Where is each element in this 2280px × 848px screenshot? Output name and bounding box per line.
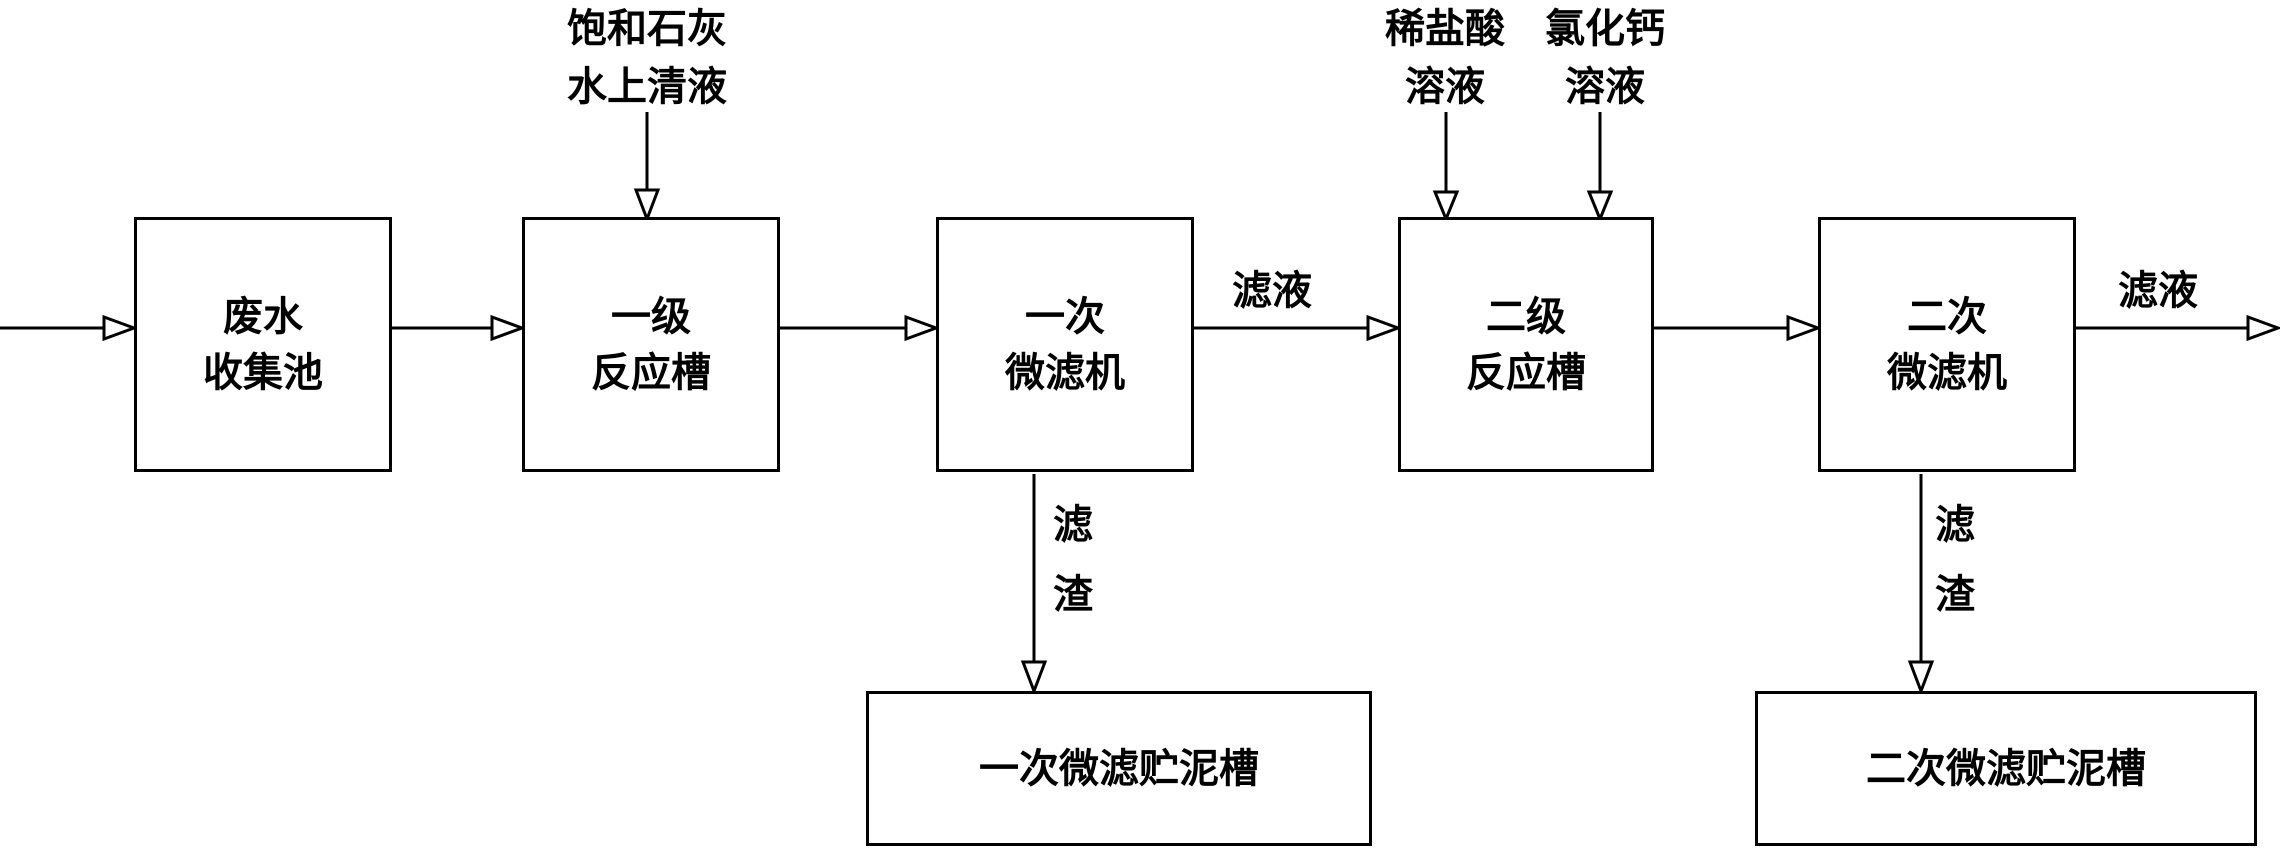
node-text-line: 一次微滤贮泥槽 <box>979 745 1259 792</box>
arrowhead-reactor-2-to-microfilter-2 <box>1786 314 1823 342</box>
sludge-tank-1-box: 一次微滤贮泥槽 <box>866 691 1372 846</box>
limewater-label: 饱和石灰 水上清液 <box>557 0 737 116</box>
residue-label-1: 滤 渣 <box>1043 490 1103 630</box>
microfilter-2-box: 二次微滤机 <box>1818 217 2076 472</box>
node-text-line: 一次 <box>1025 293 1105 340</box>
reactor-2-box: 二级反应槽 <box>1398 217 1654 472</box>
node-text-line: 一级 <box>611 293 691 340</box>
label-line: 溶液 <box>1565 64 1645 110</box>
arrowhead-inlet <box>102 314 139 342</box>
arrowhead-cacl2-in <box>1586 190 1614 223</box>
arrowhead-outlet <box>2246 314 2280 342</box>
label-line: 溶液 <box>1405 64 1485 110</box>
collection-pool-box: 废水收集池 <box>134 217 392 472</box>
node-text-line: 二次微滤贮泥槽 <box>1866 745 2146 792</box>
node-text-line: 微滤机 <box>1005 349 1125 396</box>
arrowhead-reactor-1-to-microfilter-1 <box>904 314 941 342</box>
node-text-line: 微滤机 <box>1887 349 2007 396</box>
arrowhead-microfilter-1-to-reactor-2 <box>1366 314 1403 342</box>
arrowhead-hcl-in <box>1432 190 1460 223</box>
dilute-hcl-label: 稀盐酸 溶液 <box>1370 0 1520 116</box>
microfilter-1-box: 一次微滤机 <box>936 217 1194 472</box>
arrowhead-residue-2 <box>1907 660 1935 696</box>
node-text-line: 反应槽 <box>1466 349 1586 396</box>
label-line: 渣 <box>1053 572 1093 618</box>
label-line: 水上清液 <box>567 64 727 110</box>
node-text-line: 反应槽 <box>591 349 711 396</box>
arrowhead-residue-1 <box>1020 660 1048 696</box>
calcium-chloride-label: 氯化钙 溶液 <box>1530 0 1680 116</box>
arrowhead-limewater-in <box>633 188 661 224</box>
arrowhead-pool-to-reactor-1 <box>490 314 527 342</box>
reactor-1-box: 一级反应槽 <box>522 217 780 472</box>
label-line: 饱和石灰 <box>567 6 727 52</box>
filtrate-label-1: 滤液 <box>1232 268 1312 314</box>
node-text-line: 收集池 <box>203 349 323 396</box>
label-line: 稀盐酸 <box>1385 6 1505 52</box>
node-text-line: 二次 <box>1907 293 1987 340</box>
label-line: 氯化钙 <box>1545 6 1665 52</box>
sludge-tank-2-box: 二次微滤贮泥槽 <box>1755 691 2257 846</box>
label-line: 滤 <box>1935 502 1975 548</box>
filtrate-label-2: 滤液 <box>2118 268 2198 314</box>
residue-label-2: 滤 渣 <box>1925 490 1985 630</box>
node-text-line: 废水 <box>223 293 303 340</box>
label-line: 渣 <box>1935 572 1975 618</box>
label-line: 滤 <box>1053 502 1093 548</box>
node-text-line: 二级 <box>1486 293 1566 340</box>
